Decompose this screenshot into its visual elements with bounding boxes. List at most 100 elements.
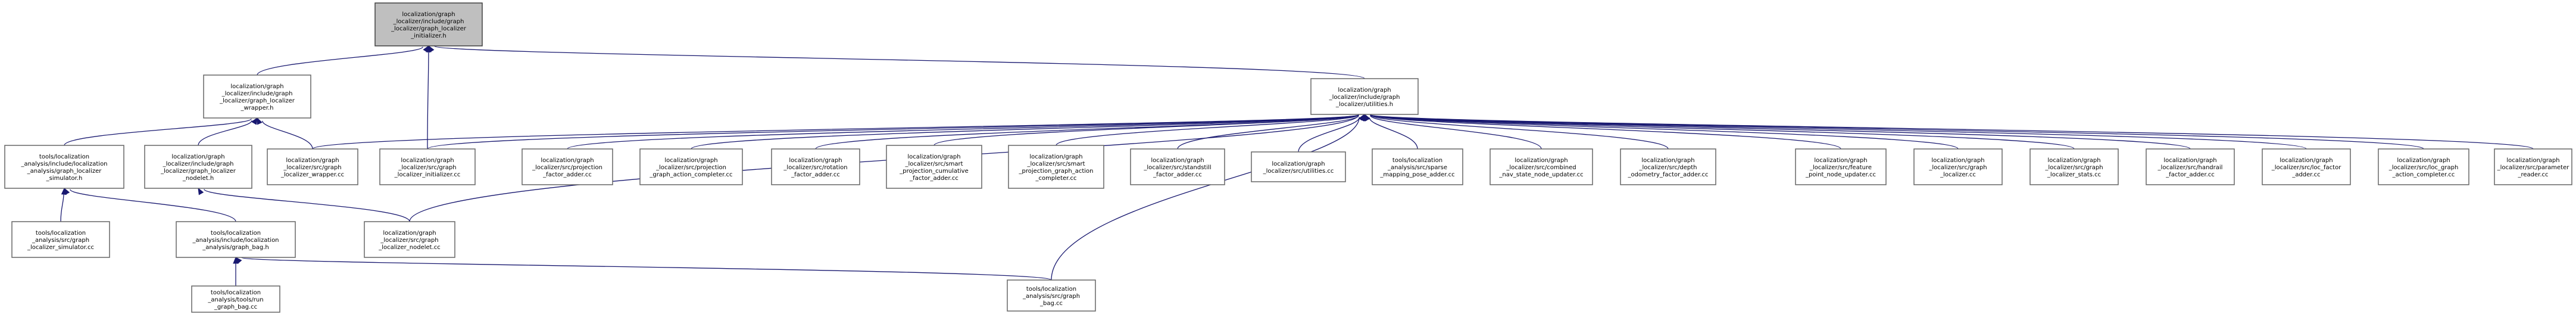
node-box	[176, 221, 296, 258]
node-box	[379, 148, 476, 185]
edge-line	[427, 51, 429, 150]
node-projection-factor-adder-cc[interactable]: localization/graph_localizer/src/project…	[522, 148, 613, 185]
edge-line	[1177, 115, 1359, 150]
node-projection-graph-action-completer-cc[interactable]: localization/graph_localizer/src/project…	[639, 148, 743, 185]
node-label-line: _completer.cc	[1035, 175, 1076, 182]
node-graph-localizer-wrapper-h[interactable]: localization/graph_localizer/include/gra…	[203, 74, 311, 119]
node-graph-localizer-simulator-cc[interactable]: tools/localization_analysis/src/graph_lo…	[11, 221, 110, 258]
edge-line	[1056, 114, 1359, 146]
node-run-graph-bag-cc[interactable]: tools/localization_analysis/tools/run_gr…	[191, 285, 280, 313]
edge-graph_localizer_wrapper_h-to-graph_localizer_initializer_h	[257, 45, 429, 76]
edge-graph_localizer_initializer_cc-to-utilities_h	[427, 113, 1365, 150]
node-rotation-factor-adder-cc[interactable]: localization/graph_localizer/src/rotatio…	[771, 148, 860, 185]
node-label-line: _localizer/src/feature	[1809, 164, 1872, 171]
node-graph-bag-cc[interactable]: tools/localization_analysis/src/graph_ba…	[1007, 279, 1096, 312]
node-graph-localizer-nodelet-cc[interactable]: localization/graph_localizer/src/graph_l…	[364, 221, 455, 258]
node-label-line: _odometry_factor_adder.cc	[1627, 172, 1708, 178]
node-standstill-factor-adder-cc[interactable]: localization/graph_localizer/src/standst…	[1130, 148, 1225, 185]
edge-graph_localizer_wrapper_cc-to-graph_localizer_wrapper_h	[257, 117, 313, 150]
edge-line	[933, 114, 1359, 146]
node-label-line: tools/localization	[1026, 286, 1076, 293]
node-label-line: _graph_action_completer.cc	[649, 172, 732, 178]
node-graph-localizer-cc[interactable]: localization/graph_localizer/src/graph_l…	[1913, 148, 2003, 185]
edges-layer	[60, 45, 2534, 287]
node-label-line: _localizer/src/loc_graph	[2388, 164, 2459, 171]
node-label-line: _localizer/src/graph	[2044, 164, 2103, 171]
edge-arrowhead	[198, 187, 204, 195]
node-label-line: _reader.cc	[2517, 172, 2548, 178]
node-label-line: tools/localization	[211, 290, 261, 296]
node-label-line: _localizer/include/graph	[393, 18, 464, 25]
node-label-line: localization/graph	[2280, 157, 2333, 164]
node-graph-localizer-initializer-h[interactable]: localization/graph_localizer/include/gra…	[374, 2, 483, 46]
edge-graph_localizer_nodelet_cc-to-graph_localizer_nodelet_h	[198, 187, 410, 222]
node-label-line: _factor_adder.cc	[909, 175, 958, 182]
node-parameter-reader-cc[interactable]: localization/graph_localizer/src/paramet…	[2494, 148, 2572, 185]
node-label-line: localization/graph	[383, 230, 436, 237]
node-loc-graph-action-completer-cc[interactable]: localization/graph_localizer/src/loc_gra…	[2378, 148, 2469, 185]
edge-graph_bag_cc-to-graph_bag_h	[235, 256, 1052, 281]
node-loc-factor-adder-cc[interactable]: localization/graph_localizer/src/loc_fac…	[2262, 148, 2351, 185]
edge-arrowhead	[235, 256, 242, 265]
node-label-line: localization/graph	[1272, 161, 1325, 167]
node-graph-localizer-wrapper-cc[interactable]: localization/graph_localizer/src/graph_l…	[267, 148, 358, 185]
node-smart-projection-cumulative-factor-adder-cc[interactable]: localization/graph_localizer/src/smart_p…	[886, 145, 982, 189]
edge-line	[60, 194, 64, 222]
node-label-line: _localizer_initializer.cc	[394, 172, 461, 178]
node-graph-bag-h[interactable]: tools/localization_analysis/include/loca…	[176, 221, 296, 258]
node-label-line: localization/graph	[664, 157, 717, 164]
node-utilities-cc[interactable]: localization/graph_localizer/src/utiliti…	[1251, 151, 1346, 182]
node-label-line: _localizer/src/projection	[655, 164, 726, 171]
node-label-line: localization/graph	[1814, 157, 1867, 164]
node-box	[1130, 148, 1225, 185]
node-depth-odometry-factor-adder-cc[interactable]: localization/graph_localizer/src/depth_o…	[1620, 148, 1716, 185]
edge-utilities_h-to-graph_localizer_initializer_h	[428, 45, 1365, 79]
edge-line	[1369, 117, 1418, 150]
node-box	[771, 148, 860, 185]
node-label-line: localization/graph	[907, 154, 960, 160]
node-label-line: localization/graph	[230, 83, 283, 90]
node-label-line: _projection_graph_action	[1019, 168, 1094, 175]
edge-line	[1370, 114, 1841, 150]
node-label-line: _localizer/src/parameter	[2497, 164, 2570, 171]
node-label-line: localization/graph	[789, 157, 842, 164]
node-label-line: _simulator.h	[46, 175, 83, 182]
node-graph-localizer-nodelet-h[interactable]: localization/graph_localizer/include/gra…	[144, 145, 252, 189]
node-label-line: _analysis/graph_bag.h	[202, 244, 268, 251]
edge-arrowhead	[64, 187, 70, 195]
edge-line	[204, 188, 410, 222]
node-box	[374, 2, 483, 46]
edge-line	[1298, 117, 1360, 153]
node-box	[1913, 148, 2003, 185]
node-box	[1620, 148, 1716, 185]
node-sparse-mapping-pose-adder-cc[interactable]: tools/localization_analysis/src/sparse_m…	[1372, 148, 1463, 185]
edge-line	[1370, 114, 1959, 150]
node-label-line: _localizer/include/graph	[163, 161, 234, 167]
node-graph-localizer-simulator-h[interactable]: tools/localization_analysis/include/loca…	[4, 145, 124, 189]
node-label-line: localization/graph	[2163, 157, 2216, 164]
node-combined-nav-state-node-updater-cc[interactable]: localization/graph_localizer/src/combine…	[1490, 148, 1593, 185]
node-label-line: _localizer/graph_localizer	[391, 26, 467, 32]
edge-line	[262, 120, 313, 150]
edge-line	[1370, 114, 1669, 150]
node-utilities-h[interactable]: localization/graph_localizer/include/gra…	[1310, 78, 1419, 115]
node-box	[1490, 148, 1593, 185]
node-label-line: _projection_cumulative	[899, 168, 969, 175]
edge-line	[409, 114, 1359, 222]
node-handrail-factor-adder-cc[interactable]: localization/graph_localizer/src/handrai…	[2146, 148, 2235, 185]
node-label-line: _graph_bag.cc	[214, 304, 257, 310]
node-graph-localizer-initializer-cc[interactable]: localization/graph_localizer/src/graph_l…	[379, 148, 476, 185]
node-box	[11, 221, 110, 258]
node-label-line: localization/graph	[2506, 157, 2559, 164]
node-label-line: localization/graph	[1151, 157, 1204, 164]
node-graph-localizer-stats-cc[interactable]: localization/graph_localizer/src/graph_l…	[2029, 148, 2119, 185]
node-box	[1008, 145, 1104, 189]
nodes-layer: localization/graph _localizer/include/gra…	[4, 2, 2572, 313]
node-smart-projection-graph-action-completer-cc[interactable]: localization/graph_localizer/src/smart_p…	[1008, 145, 1104, 189]
node-label-line: _localizer/graph_localizer	[160, 168, 236, 175]
node-label-line: localization/graph	[1641, 157, 1694, 164]
edge-graph_bag_h-to-graph_localizer_simulator_h	[64, 187, 236, 222]
node-feature-point-node-updater-cc[interactable]: localization/graph_localizer/src/feature…	[1795, 148, 1887, 185]
edge-line	[241, 257, 1052, 281]
